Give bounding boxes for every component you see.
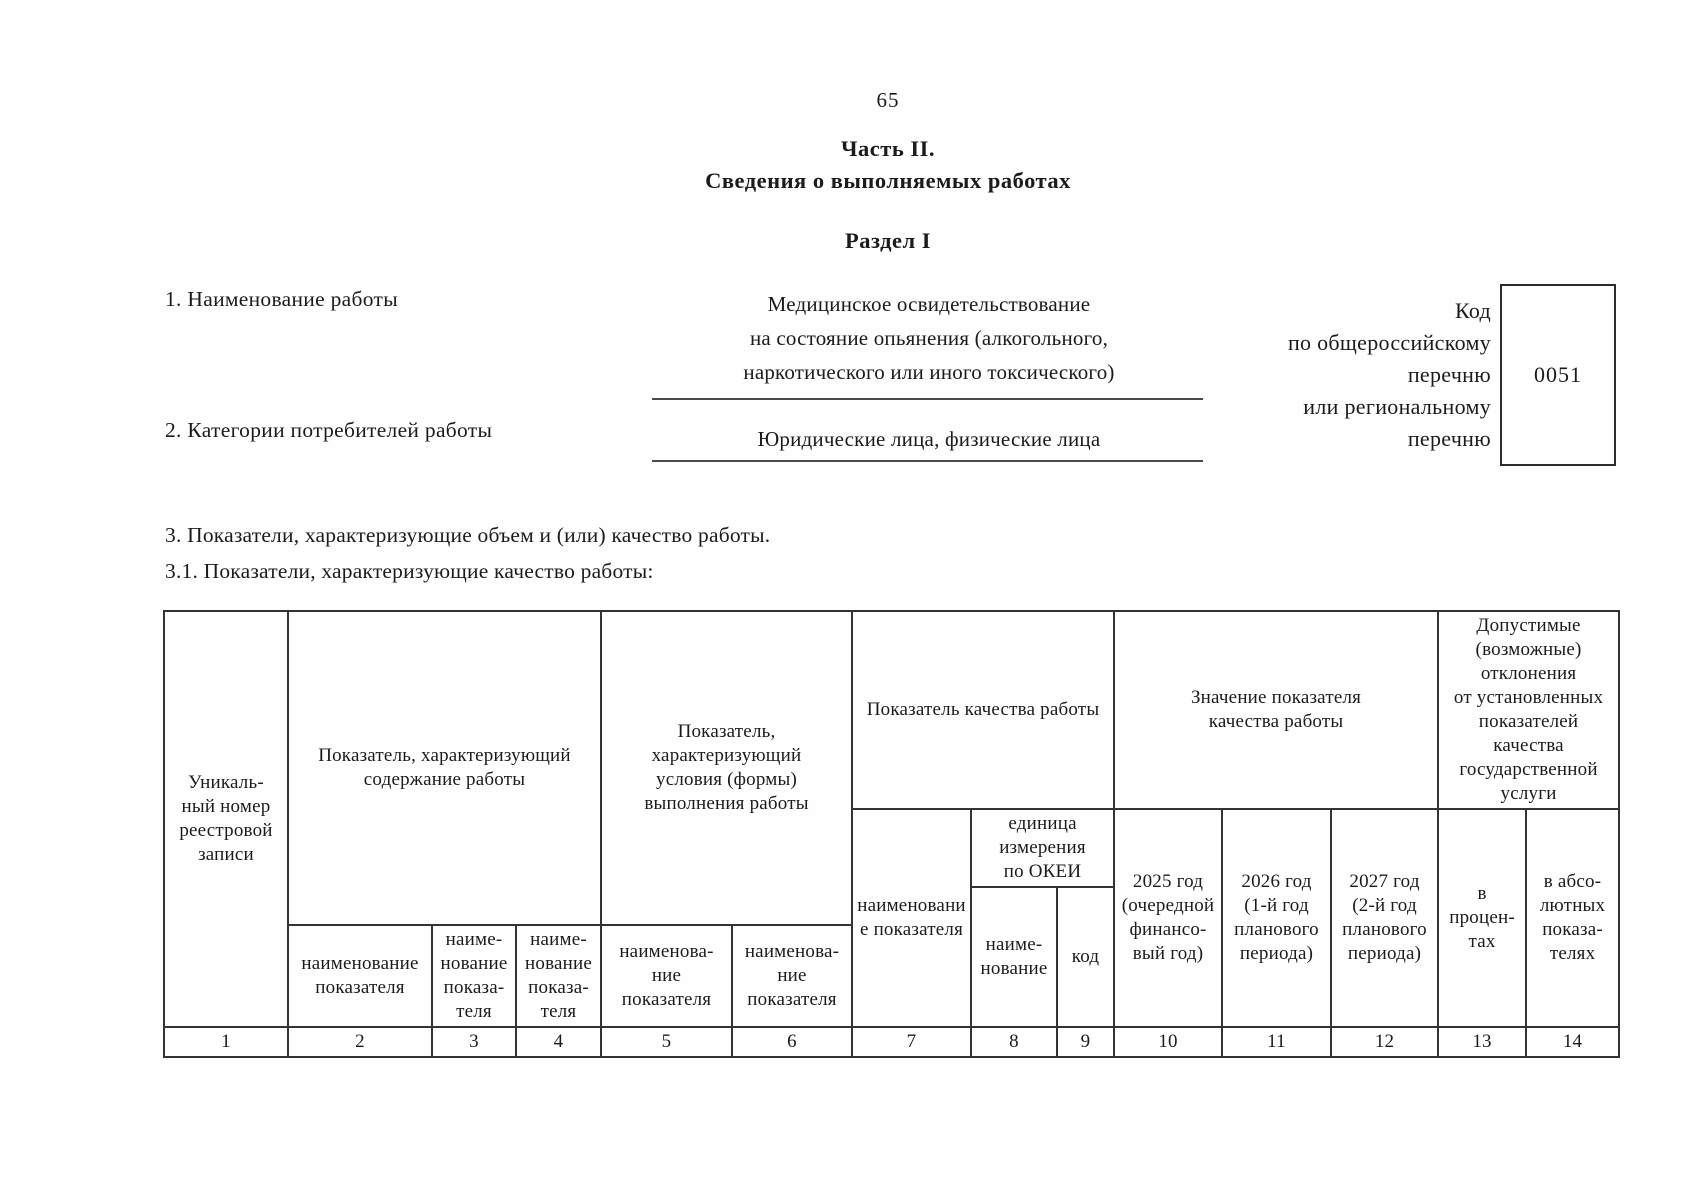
column-number-13: 13	[1437, 1026, 1528, 1058]
header-indicator-name-col4: наиме- нование показа- теля	[515, 924, 602, 1028]
part-title: Часть II.	[841, 136, 935, 161]
consumers-value: Юридические лица, физические лица	[757, 427, 1101, 451]
column-number-9: 9	[1056, 1026, 1116, 1058]
work-name-underline	[652, 398, 1203, 400]
header-deviation-absolute: в абсо- лютных показа- телях	[1525, 808, 1621, 1028]
code-box: 0051	[1500, 284, 1616, 466]
header-indicator-name-col3: наиме- нование показа- теля	[431, 924, 517, 1028]
header-unit-okei: единица измерения по ОКЕИ	[970, 808, 1116, 888]
header-unit-code: код	[1056, 886, 1116, 1028]
column-number-3: 3	[431, 1026, 517, 1058]
header-group-conditions: Показатель, характеризующий условия (фор…	[599, 610, 854, 926]
header-year-2026: 2026 год (1-й год планового периода)	[1221, 808, 1333, 1028]
header-group-quality: Показатель качества работы	[851, 610, 1116, 810]
column-number-5: 5	[600, 1026, 733, 1058]
column-number-10: 10	[1113, 1026, 1224, 1058]
header-unit-name: наиме- нование	[970, 886, 1059, 1028]
header-indicator-name-col5: наименова- ние показателя	[600, 924, 733, 1028]
header-group-value: Значение показателя качества работы	[1113, 610, 1440, 810]
code-label: Код по общероссийскому перечню или регио…	[1287, 298, 1491, 451]
work-name-value: Медицинское освидетельствование на состо…	[743, 292, 1115, 384]
part-subtitle: Сведения о выполняемых работах	[705, 168, 1071, 193]
column-number-7: 7	[851, 1026, 973, 1058]
header-group-deviation: Допустимые (возможные) отклонения от уст…	[1437, 610, 1621, 810]
consumers-underline	[652, 460, 1203, 462]
header-year-2025: 2025 год (очередной финансо- вый год)	[1113, 808, 1224, 1028]
column-number-4: 4	[515, 1026, 602, 1058]
consumers-label: 2. Категории потребителей работы	[165, 418, 493, 442]
header-unique-number: Уникаль- ный номер реестровой записи	[163, 610, 289, 1028]
code-value: 0051	[1534, 362, 1582, 387]
header-indicator-name-col6: наименова- ние показателя	[730, 924, 854, 1028]
quality-indicators-table: Уникаль- ный номер реестровой записи Пок…	[163, 610, 1621, 1058]
header-group-content: Показатель, характеризующий содержание р…	[287, 610, 602, 926]
column-number-6: 6	[730, 1026, 854, 1058]
section-title: Раздел I	[844, 228, 931, 253]
indicators-heading: 3. Показатели, характеризующие объем и (…	[165, 523, 770, 584]
header-indicator-name-col2: наименование показателя	[287, 924, 433, 1028]
column-number-1: 1	[163, 1026, 289, 1058]
column-number-14: 14	[1525, 1026, 1621, 1058]
column-number-8: 8	[970, 1026, 1059, 1058]
work-name-label: 1. Наименование работы	[165, 287, 398, 311]
page-number: 65	[876, 88, 900, 112]
header-year-2027: 2027 год (2-й год планового периода)	[1330, 808, 1440, 1028]
column-number-2: 2	[287, 1026, 433, 1058]
indicators-heading-line2: 3.1. Показатели, характеризующие качеств…	[165, 559, 654, 583]
indicators-heading-line1: 3. Показатели, характеризующие объем и (…	[165, 523, 771, 547]
column-number-11: 11	[1221, 1026, 1333, 1058]
header-deviation-percent: в процен- тах	[1437, 808, 1528, 1028]
column-number-12: 12	[1330, 1026, 1440, 1058]
header-quality-name: наименовани е показателя	[851, 808, 973, 1028]
